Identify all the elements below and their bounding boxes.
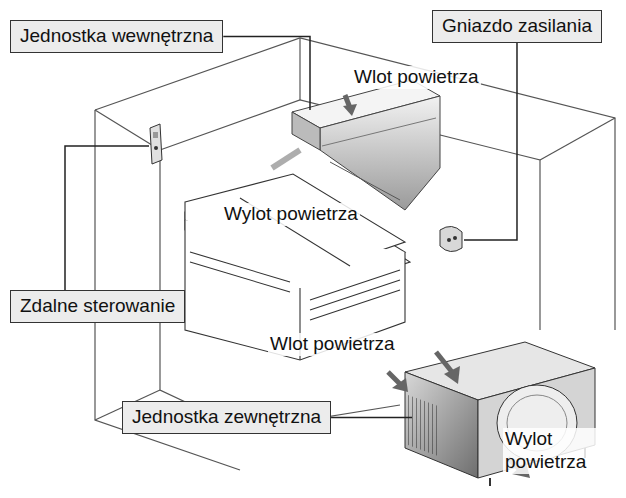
room-outline: [95, 38, 615, 470]
remote-control: [150, 124, 162, 164]
part-name: Zdalne sterowanie: [20, 295, 175, 318]
leader-line: [223, 36, 310, 110]
leader-line: [331, 417, 412, 419]
bed: [185, 174, 410, 360]
airflow-label: Wlot powietrza: [352, 66, 481, 89]
leader-line: [65, 146, 149, 290]
part-name: Jednostka wewnętrzna: [20, 25, 213, 48]
airflow-label: Wylot powietrza: [222, 203, 360, 226]
part-name: Jednostka zewnętrzna: [132, 406, 321, 429]
airflow-label: Wlot powietrza: [268, 333, 397, 356]
label-box: Zdalne sterowanie: [10, 290, 185, 323]
label-box: Gniazdo zasilania: [432, 10, 602, 43]
part-name: Gniazdo zasilania: [442, 15, 592, 38]
label-box: Jednostka zewnętrzna: [122, 401, 331, 434]
airflow-label: Wylot powietrza: [503, 428, 607, 474]
power-socket: [440, 226, 462, 251]
label-box: Jednostka wewnętrzna: [10, 20, 223, 53]
